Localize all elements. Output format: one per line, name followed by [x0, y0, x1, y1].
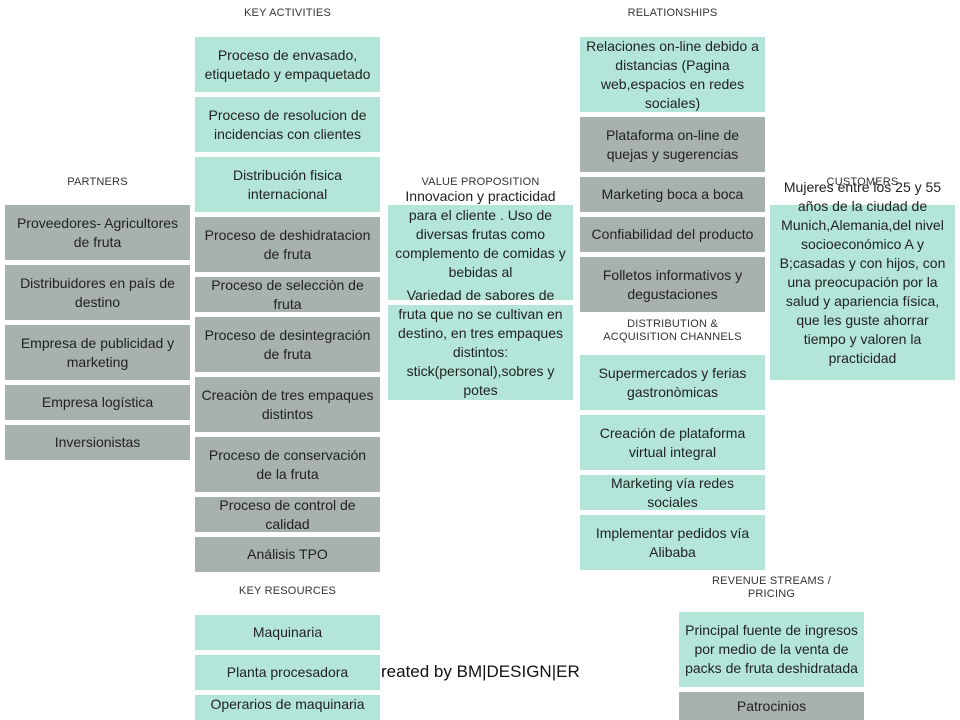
partner-item: Proveedores- Agricultores de fruta: [5, 205, 190, 260]
value-proposition-box: [388, 305, 573, 400]
distribution-item: Marketing vía redes sociales: [580, 475, 765, 510]
header-revenue: REVENUE STREAMS / PRICING: [712, 575, 831, 600]
key-activity-item: Proceso de control de calidad: [195, 497, 380, 532]
key-resource-item: Operarios de maquinaria: [195, 695, 380, 720]
key-activity-item: Creaciòn de tres empaques distintos: [195, 377, 380, 432]
revenue-item: Principal fuente de ingresos por medio d…: [679, 612, 864, 687]
distribution-item: Supermercados y ferias gastronòmicas: [580, 355, 765, 410]
relationship-item: Confiabilidad del producto: [580, 217, 765, 252]
relationship-item: Plataforma on-line de quejas y sugerenci…: [580, 117, 765, 172]
partner-item: Empresa de publicidad y marketing: [5, 325, 190, 380]
relationship-item: Folletos informativos y degustaciones: [580, 257, 765, 312]
header-key-activities: KEY ACTIVITIES: [244, 7, 331, 19]
key-activity-item: Proceso de selecciòn de fruta: [195, 277, 380, 312]
distribution-item: Creación de plataforma virtual integral: [580, 415, 765, 470]
customers-box: [770, 205, 955, 380]
key-activity-item: Proceso de envasado, etiquetado y empaqu…: [195, 37, 380, 92]
relationship-item: Relaciones on-line debido a distancias (…: [580, 37, 765, 112]
header-value-proposition: VALUE PROPOSITION: [421, 176, 540, 188]
header-distribution: DISTRIBUTION & ACQUISITION CHANNELS: [603, 318, 742, 343]
value-proposition-text: Innovacion y practicidad para el cliente…: [395, 188, 566, 280]
key-activity-item: Proceso de resolucion de incidencias con…: [195, 97, 380, 152]
partner-item: Distribuidores en país de destino: [5, 265, 190, 320]
customers-text: Mujeres entre los 25 y 55 años de la ciu…: [779, 179, 946, 366]
partner-item: Inversionistas: [5, 425, 190, 460]
value-proposition-text: Variedad de sabores de fruta que no se c…: [398, 287, 563, 398]
credit-text: reated by BM|DESIGN|ER: [381, 662, 580, 681]
relationship-item: Marketing boca a boca: [580, 177, 765, 212]
header-relationships: RELATIONSHIPS: [627, 7, 718, 19]
key-resource-item: Planta procesadora: [195, 655, 380, 690]
header-customers: CUSTOMERS: [826, 176, 899, 188]
value-proposition-box: [388, 205, 573, 300]
revenue-item: Patrocinios: [679, 692, 864, 720]
distribution-item: Implementar pedidos vía Alibaba: [580, 515, 765, 570]
header-partners: PARTNERS: [67, 176, 128, 188]
key-activity-item: Proceso de deshidratacion de fruta: [195, 217, 380, 272]
key-activity-item: Distribución fisica internacional: [195, 157, 380, 212]
key-resource-item: Maquinaria: [195, 615, 380, 650]
key-activity-item: Proceso de desintegración de fruta: [195, 317, 380, 372]
header-key-resources: KEY RESOURCES: [238, 585, 337, 597]
key-activity-item: Análisis TPO: [195, 537, 380, 572]
key-activity-item: Proceso de conservación de la fruta: [195, 437, 380, 492]
partner-item: Empresa logística: [5, 385, 190, 420]
